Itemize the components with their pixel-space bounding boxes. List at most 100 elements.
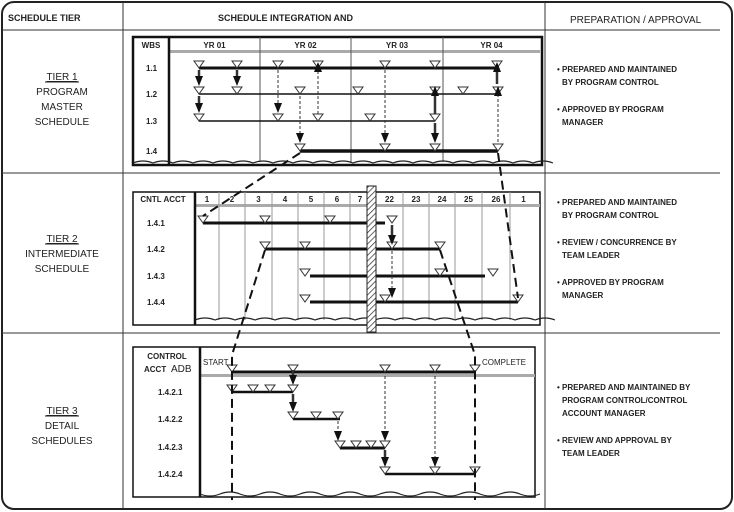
year-label: YR 03	[386, 41, 409, 50]
wbs-row-label: 1.3	[146, 117, 158, 126]
time-break-hatch	[366, 185, 377, 333]
approval-note: BY PROGRAM CONTROL	[562, 211, 659, 220]
dependency-arrowhead	[381, 457, 389, 467]
milestone-open-triangle	[386, 215, 398, 224]
adb-label: ADB	[171, 364, 192, 375]
period-label: 1	[521, 195, 526, 204]
tier1-to-tier2-connector	[202, 152, 301, 217]
approval-note: • REVIEW AND APPROVAL BY	[557, 436, 672, 445]
milestone-open-triangle	[352, 86, 364, 95]
dependency-arrowhead	[296, 133, 304, 143]
approval-note: • PREPARED AND MAINTAINED	[557, 65, 677, 74]
milestone-open-triangle	[379, 294, 391, 303]
milestone-open-triangle	[324, 215, 336, 224]
milestone-open-triangle	[350, 440, 362, 449]
milestone-open-triangle	[287, 364, 299, 373]
dependency-arrowhead	[233, 76, 241, 86]
cntl-acct-row-label: 1.4.2	[147, 245, 165, 254]
tier-label-line: INTERMEDIATE	[25, 249, 99, 260]
detail-row-label: 1.4.2.2	[158, 415, 183, 424]
year-label: YR 01	[203, 41, 226, 50]
approval-note: BY PROGRAM CONTROL	[562, 78, 659, 87]
milestone-open-triangle	[231, 60, 243, 69]
dependency-arrowhead	[289, 375, 297, 385]
milestone-open-triangle	[429, 143, 441, 152]
period-label: 22	[385, 195, 394, 204]
tier1-to-tier2-connector	[497, 152, 519, 299]
period-label: 24	[438, 195, 447, 204]
tier-label-line: MASTER	[41, 102, 83, 113]
detail-row-label: 1.4.2.4	[158, 470, 183, 479]
milestone-open-triangle	[193, 60, 205, 69]
period-label: 6	[335, 195, 340, 204]
milestone-open-triangle	[429, 364, 441, 373]
approval-note: • APPROVED BY PROGRAM	[557, 105, 664, 114]
milestone-open-triangle	[272, 60, 284, 69]
milestone-open-triangle	[264, 384, 276, 393]
period-label: 2	[230, 195, 235, 204]
cntl-acct-header: CNTL ACCT	[140, 195, 185, 204]
milestone-open-triangle	[272, 113, 284, 122]
approval-note: • PREPARED AND MAINTAINED	[557, 198, 677, 207]
milestone-open-triangle	[259, 241, 271, 250]
dependency-arrowhead	[431, 86, 439, 96]
header-schedule-tier: SCHEDULE TIER	[8, 13, 81, 23]
tier-label-line: SCHEDULE	[35, 264, 90, 275]
approval-note: • APPROVED BY PROGRAM	[557, 278, 664, 287]
dependency-arrowhead	[314, 62, 322, 72]
year-label: YR 02	[294, 41, 317, 50]
milestone-open-triangle	[434, 268, 446, 277]
dependency-arrowhead	[274, 103, 282, 113]
milestone-open-triangle	[294, 143, 306, 152]
milestone-open-triangle	[231, 86, 243, 95]
milestone-open-triangle	[434, 241, 446, 250]
tier-label-line: PROGRAM	[36, 87, 88, 98]
dependency-arrowhead	[431, 457, 439, 467]
milestone-open-triangle	[457, 86, 469, 95]
tier-title: TIER 1	[46, 72, 78, 83]
period-label: 4	[283, 195, 288, 204]
milestone-open-triangle	[299, 241, 311, 250]
approval-note: TEAM LEADER	[562, 251, 620, 260]
milestone-open-triangle	[379, 364, 391, 373]
milestone-open-triangle	[429, 60, 441, 69]
approval-note: ACCOUNT MANAGER	[562, 409, 646, 418]
milestone-open-triangle	[487, 268, 499, 277]
complete-label: COMPLETE	[482, 358, 526, 367]
acct-header: ACCT	[144, 365, 166, 374]
dependency-arrowhead	[494, 86, 502, 96]
cntl-acct-row-label: 1.4.4	[147, 298, 165, 307]
detail-row-label: 1.4.2.3	[158, 443, 183, 452]
tier2-to-tier3-connector	[439, 249, 476, 500]
period-label: 26	[492, 195, 501, 204]
period-label: 5	[309, 195, 314, 204]
header-preparation: PREPARATION / APPROVAL	[570, 15, 702, 26]
wbs-header: WBS	[142, 41, 161, 50]
header-rule	[169, 50, 540, 53]
period-label: 1	[205, 195, 210, 204]
dependency-arrowhead	[388, 235, 396, 245]
milestone-open-triangle	[299, 268, 311, 277]
approval-note: TEAM LEADER	[562, 449, 620, 458]
approval-note: • REVIEW / CONCURRENCE BY	[557, 238, 677, 247]
dependency-arrowhead	[334, 431, 342, 441]
tier2-to-tier3-connector	[231, 249, 266, 500]
tier-title: TIER 3	[46, 406, 78, 417]
approval-note: PROGRAM CONTROL/CONTROL	[562, 396, 687, 405]
break-line	[132, 160, 554, 164]
milestone-open-triangle	[259, 215, 271, 224]
milestone-open-triangle	[334, 440, 346, 449]
dependency-arrowhead	[388, 288, 396, 298]
milestone-open-triangle	[364, 113, 376, 122]
milestone-open-triangle	[294, 86, 306, 95]
milestone-open-triangle	[379, 143, 391, 152]
approval-note: • PREPARED AND MAINTAINED BY	[557, 383, 691, 392]
tier1-chart-frame	[131, 35, 544, 167]
detail-row-label: 1.4.2.1	[158, 388, 183, 397]
period-label: 25	[464, 195, 473, 204]
milestone-open-triangle	[193, 86, 205, 95]
period-label: 3	[256, 195, 261, 204]
dependency-arrowhead	[195, 103, 203, 113]
